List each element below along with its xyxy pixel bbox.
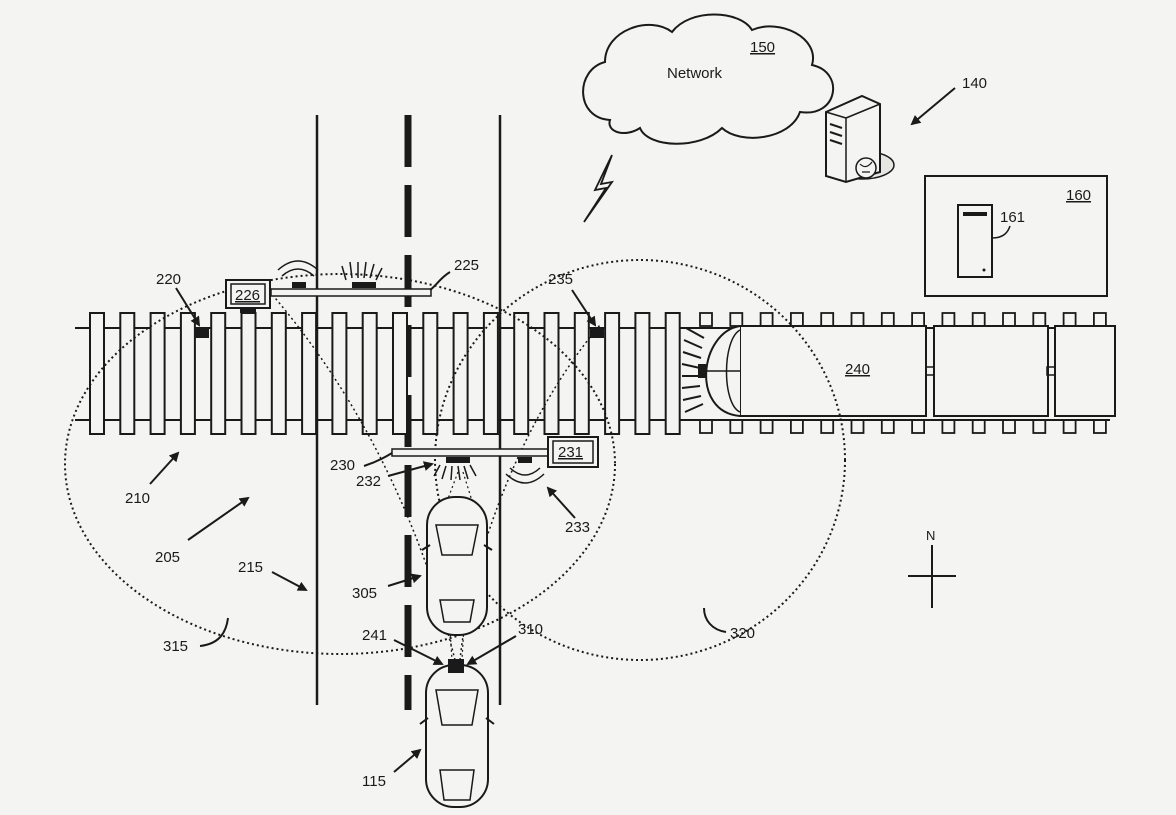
- railway-tie-stub: [1064, 313, 1076, 326]
- railway-tie-stub: [1094, 420, 1106, 433]
- label-140: 140: [962, 75, 987, 92]
- railway-tie-stub: [942, 313, 954, 326]
- railway-tie-stub: [791, 313, 803, 326]
- label-310: 310: [518, 621, 543, 638]
- railway-tie-stub: [761, 313, 773, 326]
- railway-tie-stub: [882, 313, 894, 326]
- railway-tie-stub: [1033, 313, 1045, 326]
- railway-tie: [575, 313, 589, 434]
- railway-tie: [211, 313, 225, 434]
- railway-tie-stub: [821, 420, 833, 433]
- label-160: 160: [1066, 187, 1091, 204]
- railway-tie: [151, 313, 165, 434]
- railway-tie: [272, 313, 286, 434]
- label-215: 215: [238, 559, 263, 576]
- arrow-140: [912, 88, 955, 124]
- label-226: 226: [235, 287, 260, 304]
- label-241: 241: [362, 627, 387, 644]
- label-240: 240: [845, 361, 870, 378]
- arrow-305: [388, 576, 420, 586]
- railway-tie: [181, 313, 195, 434]
- label-320: 320: [730, 625, 755, 642]
- label-north: N: [926, 528, 935, 543]
- label-161: 161: [1000, 209, 1025, 226]
- railway-tie-stub: [821, 313, 833, 326]
- label-233: 233: [565, 519, 590, 536]
- north-indicator: [908, 545, 956, 608]
- railway-tie: [484, 313, 498, 434]
- arrow-215: [272, 572, 306, 590]
- vehicle-115: [420, 659, 494, 807]
- railway-tie-stub: [700, 420, 712, 433]
- wireless-bolt: [584, 155, 612, 222]
- railway-tie: [302, 313, 316, 434]
- track-sensor-220: [195, 329, 209, 338]
- label-210: 210: [125, 490, 150, 507]
- arrow-205: [188, 498, 248, 540]
- railway-tie: [635, 313, 649, 434]
- railway-tie-stub: [730, 420, 742, 433]
- railway-tie-stub: [882, 420, 894, 433]
- railway-tie-stub: [942, 420, 954, 433]
- label-115: 115: [362, 773, 386, 790]
- label-315: 315: [163, 638, 188, 655]
- railway-tie: [332, 313, 346, 434]
- railway-tie-stub: [973, 313, 985, 326]
- arrow-310: [468, 636, 516, 664]
- railway-tie: [666, 313, 680, 434]
- railway-tie: [423, 313, 437, 434]
- railway-tie-stub: [852, 420, 864, 433]
- railway-tie-stub: [852, 313, 864, 326]
- vehicle-305: [422, 497, 492, 635]
- railway-tie-stub: [761, 420, 773, 433]
- railway-tie-stub: [700, 313, 712, 326]
- railway-tie-stub: [1033, 420, 1045, 433]
- railway-tie: [545, 313, 559, 434]
- label-305: 305: [352, 585, 377, 602]
- railway-tie-stub: [912, 313, 924, 326]
- train-240: [682, 326, 1115, 416]
- track-sensor-235: [590, 329, 604, 338]
- railway-tie-stub: [1003, 313, 1015, 326]
- railway-tie: [363, 313, 377, 434]
- leader-320: [704, 608, 726, 632]
- railway-tie: [120, 313, 134, 434]
- railway-tie: [90, 313, 104, 434]
- label-150: 150: [750, 39, 775, 56]
- arrow-210: [150, 453, 178, 484]
- arrow-241: [394, 640, 442, 664]
- railway-tie: [242, 313, 256, 434]
- railway-tie-stub: [1064, 420, 1076, 433]
- railway-tie: [514, 313, 528, 434]
- arrow-115: [394, 750, 420, 772]
- leader-230: [364, 453, 392, 466]
- label-231: 231: [558, 444, 583, 461]
- server-140-icon: [826, 96, 894, 182]
- railway-tie: [393, 313, 407, 434]
- label-220: 220: [156, 271, 181, 288]
- label-225: 225: [454, 257, 479, 274]
- railway-tie-stub: [1094, 313, 1106, 326]
- railway-tie-stub: [973, 420, 985, 433]
- railway-tie: [605, 313, 619, 434]
- arrow-233: [548, 488, 575, 518]
- label-network: Network: [667, 65, 723, 82]
- device-161-icon: [958, 205, 992, 277]
- railway-tie-stub: [1003, 420, 1015, 433]
- railway-tie-stub: [912, 420, 924, 433]
- label-235: 235: [548, 271, 573, 288]
- label-232: 232: [356, 473, 381, 490]
- label-205: 205: [155, 549, 180, 566]
- label-230: 230: [330, 457, 355, 474]
- railway-tie-stub: [730, 313, 742, 326]
- railway-tie-stub: [791, 420, 803, 433]
